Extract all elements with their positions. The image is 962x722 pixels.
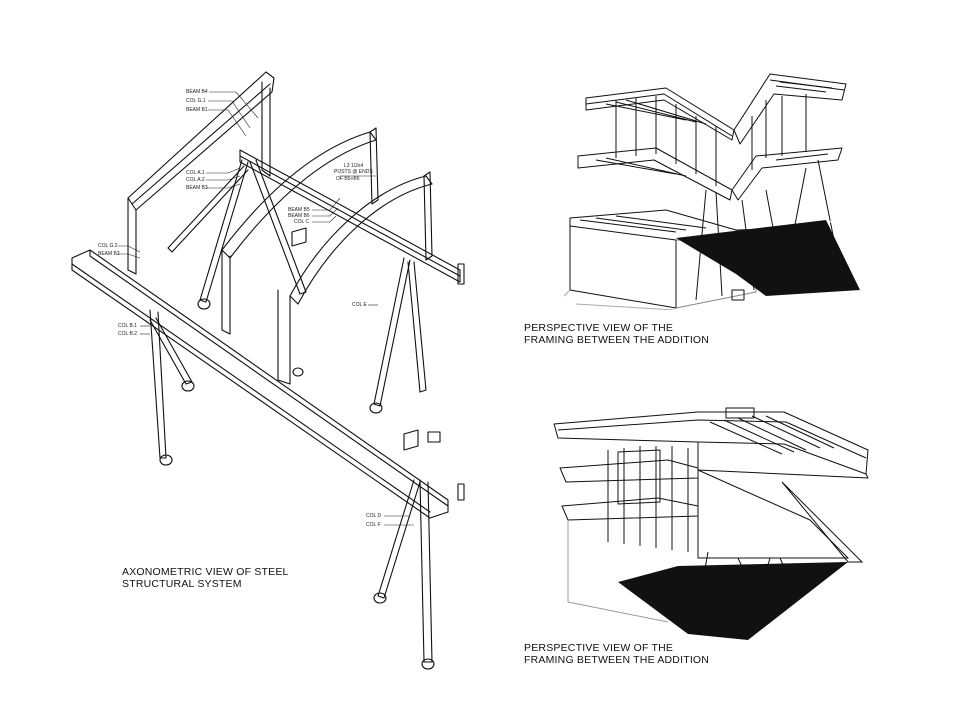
col-d [377, 479, 421, 599]
label-beam-b5: BEAM B5 [288, 207, 310, 213]
label-beam-b1: BEAM B1 [186, 107, 208, 113]
beam-b5 [221, 131, 377, 259]
label-col-g2: COL G.2 [98, 243, 118, 249]
caption-axonometric-line1: AXONOMETRIC VIEW OF STEEL [122, 566, 289, 578]
col-e [373, 257, 411, 407]
ground-plane-bottom [618, 562, 848, 640]
caption-axonometric: AXONOMETRIC VIEW OF STEEL STRUCTURAL SYS… [122, 566, 289, 590]
caption-perspective-bottom-line1: PERSPECTIVE VIEW OF THE [524, 642, 674, 654]
label-col-b1: COL B.1 [118, 323, 137, 329]
caption-perspective-top-line1: PERSPECTIVE VIEW OF THE [524, 322, 674, 334]
label-col-g1: COL G.1 [186, 98, 206, 104]
caption-perspective-top-line2: FRAMING BETWEEN THE ADDITION [524, 334, 710, 346]
col-b1 [149, 309, 167, 459]
label-posts-line1: L3 1/2x4 [344, 163, 364, 169]
label-col-f: COL F [366, 522, 381, 528]
label-col-e: COL E [352, 302, 367, 308]
col-f [419, 479, 433, 663]
label-posts-line2: POSTS @ ENDS [334, 169, 373, 175]
perspective-drawing-top [563, 73, 861, 310]
label-beam-b4: BEAM B4 [186, 89, 208, 95]
label-beam-b6: BEAM B6 [288, 213, 310, 219]
caption-perspective-bottom: PERSPECTIVE VIEW OF THE FRAMING BETWEEN … [524, 642, 709, 666]
label-col-a2: COL A.2 [186, 177, 205, 183]
caption-perspective-top: PERSPECTIVE VIEW OF THE FRAMING BETWEEN … [524, 322, 709, 346]
beam-b4 [127, 71, 275, 211]
col-b2 [149, 317, 193, 385]
label-beam-b2: BEAM B2 [98, 251, 120, 257]
caption-axonometric-line2: STRUCTURAL SYSTEM [122, 578, 242, 590]
beam-b3 [127, 197, 137, 275]
caption-perspective-bottom-line2: FRAMING BETWEEN THE ADDITION [524, 654, 710, 666]
label-posts-line3: OF B5+B6 [336, 176, 360, 182]
label-col-d: COL D [366, 513, 382, 519]
label-col-c: COL C [294, 219, 310, 225]
label-col-b2: COL B.2 [118, 331, 137, 337]
perspective-drawing-bottom [553, 407, 869, 640]
label-beam-b3: BEAM B3 [186, 185, 208, 191]
label-col-a1: COL A.1 [186, 170, 205, 176]
ground-plane [676, 220, 860, 296]
beam-b2 [71, 249, 449, 519]
beam-b6 [289, 175, 433, 305]
